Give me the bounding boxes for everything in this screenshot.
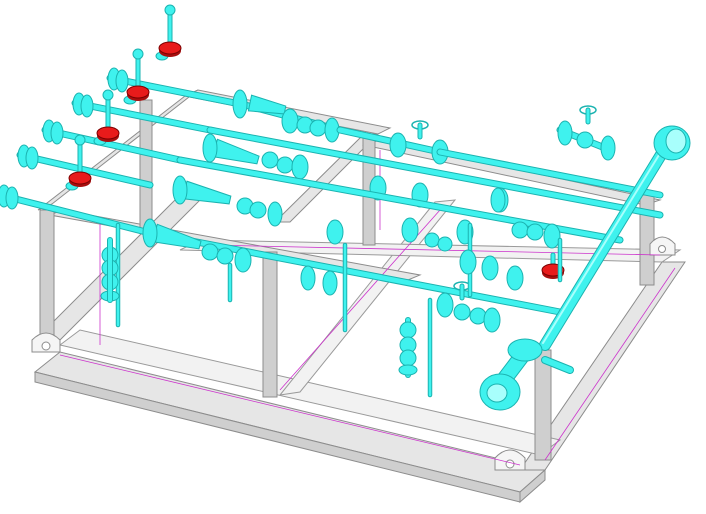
flange-icon	[267, 201, 283, 227]
fitting-ball	[576, 131, 594, 149]
post-mid-front	[262, 251, 278, 398]
flange-icon	[5, 186, 19, 210]
fitting-ball	[74, 134, 86, 146]
fitting-ball	[276, 156, 294, 174]
header-pipe-1	[107, 75, 248, 108]
lateral-1c	[437, 149, 663, 198]
base-beam-front-right-side	[519, 468, 546, 504]
header-end-cap	[665, 128, 687, 154]
post-front-right	[534, 349, 552, 461]
main-header-highlight	[542, 141, 668, 344]
lateral-4	[147, 230, 563, 315]
flange-icon	[557, 120, 573, 146]
reducer-icon	[211, 138, 260, 165]
reducer-icon	[247, 94, 287, 115]
fitting-ball	[399, 349, 417, 367]
fitting-ball	[249, 201, 267, 219]
flange-icon	[281, 108, 299, 134]
flange-icon	[25, 146, 39, 170]
flange-icon	[172, 175, 188, 205]
fitting-ball	[201, 243, 219, 261]
flange-icon	[436, 292, 454, 318]
header-pipe-2	[72, 100, 213, 133]
lifting-lug-icon	[494, 449, 526, 471]
flange-icon	[326, 219, 344, 245]
flange-icon	[543, 223, 561, 249]
piping-network	[0, 4, 691, 411]
flange-icon	[291, 154, 309, 180]
main-header	[540, 135, 675, 350]
base-beam-mid	[58, 329, 562, 456]
header-pipe-3	[42, 127, 183, 163]
flange-icon	[459, 249, 477, 275]
header-pipe-4	[17, 152, 153, 188]
fitting-ball	[132, 48, 144, 60]
flange-icon	[483, 307, 501, 333]
fitting-ball	[399, 321, 417, 339]
flange-icon	[490, 187, 506, 213]
flange-icon	[398, 364, 418, 376]
red-valve-actuator-icon	[68, 171, 92, 185]
fitting-ball	[453, 303, 471, 321]
flange-icon	[142, 218, 158, 248]
header-pipe-5	[0, 192, 153, 236]
fitting-ball	[102, 89, 114, 101]
guide-lines	[59, 150, 676, 466]
flange-icon	[300, 265, 316, 291]
flange-icon	[401, 217, 419, 243]
flange-icon	[232, 89, 248, 119]
lateral-2	[207, 127, 663, 218]
red-valve-actuator-icon	[158, 41, 182, 55]
red-valve-actuator-icon	[96, 126, 120, 140]
flange-icon	[389, 132, 407, 158]
flange-icon	[50, 121, 64, 145]
flange-icon	[80, 94, 94, 118]
flange-icon	[506, 265, 524, 291]
post-front-left	[39, 209, 55, 346]
outlet-branch	[542, 357, 573, 373]
fitting-ball	[511, 221, 529, 239]
fitting-ball	[164, 4, 176, 16]
fitting-ball	[261, 151, 279, 169]
fitting-ball	[216, 247, 234, 265]
fitting-ball	[309, 119, 327, 137]
flange-icon	[234, 247, 252, 273]
top-rail-right	[362, 139, 662, 206]
fitting-ball	[437, 236, 453, 252]
flange-icon	[202, 133, 218, 163]
lifting-lug-icon	[649, 236, 676, 256]
flange-icon	[115, 69, 129, 93]
outlet-bore	[486, 383, 508, 403]
flange-icon	[481, 255, 499, 281]
flange-icon	[322, 270, 338, 296]
outlet-flange-icon	[507, 338, 543, 362]
flange-icon	[600, 135, 616, 161]
lifting-lug-icon	[31, 332, 61, 353]
red-valve-actuator-icon	[126, 85, 150, 99]
fitting-ball	[424, 232, 440, 248]
fitting-ball	[526, 223, 544, 241]
